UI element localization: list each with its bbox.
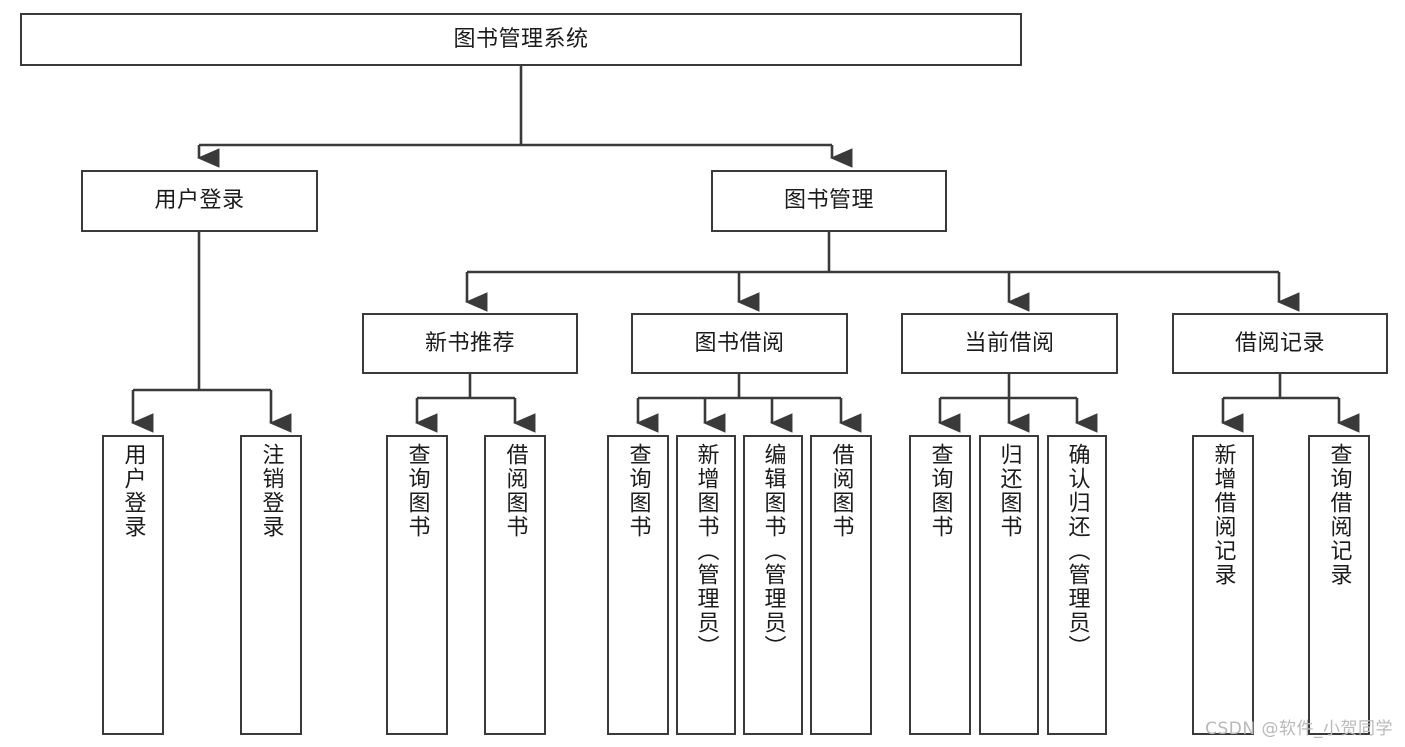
node-label: 查询图书 bbox=[927, 443, 953, 539]
leaf-borrow-add-book-admin[interactable]: 新增图书（管理员） bbox=[676, 435, 736, 735]
node-book-management[interactable]: 图书管理 bbox=[711, 170, 947, 232]
leaf-borrow-borrow-book[interactable]: 借阅图书 bbox=[810, 435, 872, 735]
node-root-system[interactable]: 图书管理系统 bbox=[20, 13, 1022, 66]
node-label: 查询图书 bbox=[625, 443, 651, 539]
node-label: 图书管理系统 bbox=[453, 26, 589, 52]
node-label: 图书管理 bbox=[783, 188, 874, 214]
leaf-user-login-login[interactable]: 用户登录 bbox=[102, 435, 164, 735]
leaf-user-login-logout[interactable]: 注销登录 bbox=[240, 435, 302, 735]
node-label: 用户登录 bbox=[120, 443, 146, 539]
node-label: 确认归还（管理员） bbox=[1064, 443, 1090, 659]
leaf-borrow-query-book[interactable]: 查询图书 bbox=[607, 435, 669, 735]
leaf-current-query-book[interactable]: 查询图书 bbox=[909, 435, 971, 735]
leaf-current-confirm-return-admin[interactable]: 确认归还（管理员） bbox=[1047, 435, 1107, 735]
node-user-login[interactable]: 用户登录 bbox=[81, 170, 318, 232]
csdn-watermark: CSDN @软件_小贺同学 bbox=[1205, 719, 1393, 739]
node-borrow-record[interactable]: 借阅记录 bbox=[1172, 313, 1388, 374]
node-label: 借阅记录 bbox=[1234, 330, 1325, 356]
leaf-record-query-record[interactable]: 查询借阅记录 bbox=[1308, 435, 1370, 735]
node-label: 归还图书 bbox=[996, 443, 1022, 539]
node-label: 新增借阅记录 bbox=[1210, 443, 1236, 587]
leaf-recommend-query-book[interactable]: 查询图书 bbox=[386, 435, 448, 735]
leaf-recommend-borrow-book[interactable]: 借阅图书 bbox=[484, 435, 546, 735]
node-label: 当前借阅 bbox=[964, 330, 1055, 356]
leaf-borrow-edit-book-admin[interactable]: 编辑图书（管理员） bbox=[743, 435, 803, 735]
node-current-borrow[interactable]: 当前借阅 bbox=[901, 313, 1118, 374]
node-book-borrow[interactable]: 图书借阅 bbox=[631, 313, 848, 374]
node-label: 查询图书 bbox=[404, 443, 430, 539]
node-label: 图书借阅 bbox=[694, 330, 785, 356]
leaf-record-add-record[interactable]: 新增借阅记录 bbox=[1192, 435, 1254, 735]
node-label: 借阅图书 bbox=[502, 443, 528, 539]
leaf-current-return-book[interactable]: 归还图书 bbox=[979, 435, 1039, 735]
node-label: 注销登录 bbox=[258, 443, 284, 539]
node-label: 新增图书（管理员） bbox=[693, 443, 719, 659]
node-label: 编辑图书（管理员） bbox=[760, 443, 786, 659]
node-label: 新书推荐 bbox=[424, 330, 515, 356]
node-new-book-recommend[interactable]: 新书推荐 bbox=[362, 313, 578, 374]
node-label: 用户登录 bbox=[154, 188, 245, 214]
node-label: 借阅图书 bbox=[828, 443, 854, 539]
node-label: 查询借阅记录 bbox=[1326, 443, 1352, 587]
